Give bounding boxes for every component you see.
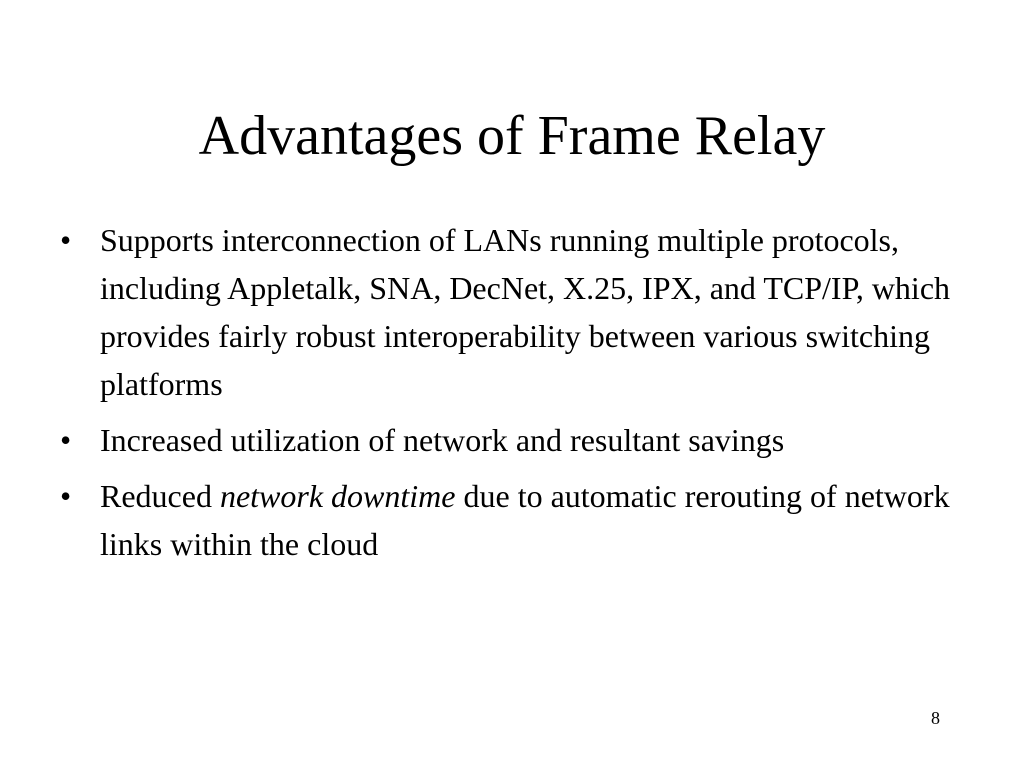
bullet-text: Supports interconnection of LANs running…	[100, 222, 951, 402]
bullet-text-before: Reduced	[100, 478, 220, 514]
bullet-list: • Supports interconnection of LANs runni…	[60, 216, 980, 576]
bullet-text: Increased utilization of network and res…	[100, 422, 785, 458]
bullet-text-after: due to automatic rerouting of network li…	[100, 478, 950, 562]
bullet-icon: •	[60, 478, 72, 514]
slide-title: Advantages of Frame Relay	[198, 105, 826, 167]
bullet-item-utilization: • Increased utilization of network and r…	[60, 416, 980, 464]
bullet-item-protocols: • Supports interconnection of LANs runni…	[60, 216, 980, 408]
bullet-icon: •	[60, 222, 72, 258]
bullet-item-downtime: • Reduced network downtime due to automa…	[60, 472, 980, 568]
bullet-text-emphasis: network downtime	[219, 478, 456, 514]
bullet-icon: •	[60, 422, 72, 458]
bullet-text: Reduced network downtime due to automati…	[100, 478, 950, 562]
page-number: 8	[931, 708, 940, 728]
